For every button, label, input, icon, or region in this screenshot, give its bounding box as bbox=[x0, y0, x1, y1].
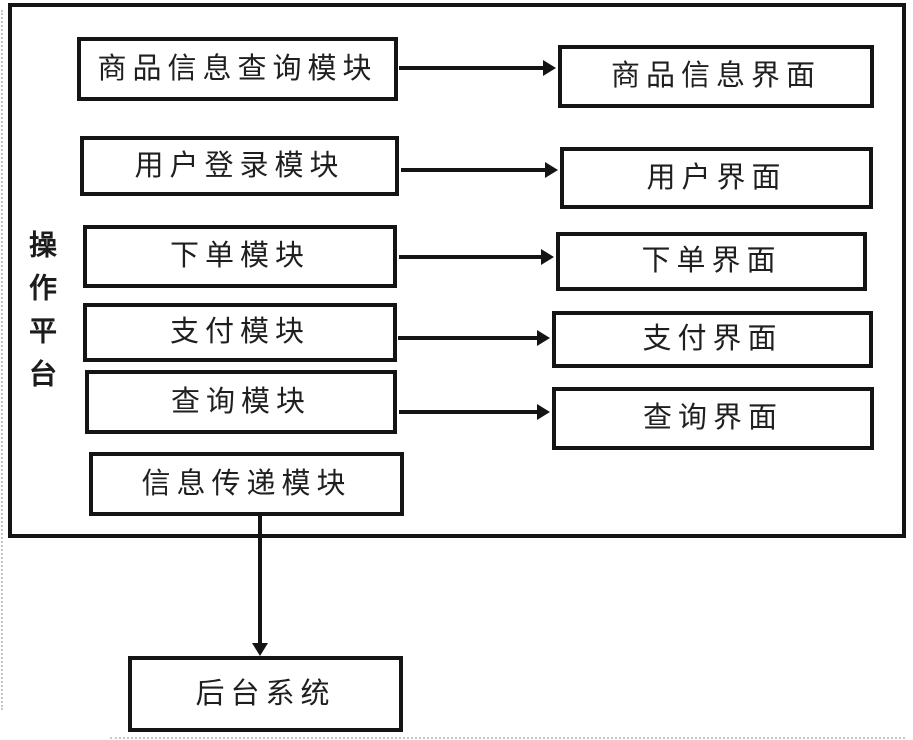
arrow-head-right-icon bbox=[537, 330, 550, 346]
module-box-place-order: 下单模块 bbox=[83, 225, 397, 288]
arrow-payment-module-to-interface bbox=[398, 330, 550, 346]
arrow-head-right-icon bbox=[537, 404, 550, 420]
arrow-head-right-icon bbox=[543, 60, 556, 76]
arrow-product-info-module-to-interface bbox=[399, 60, 556, 76]
scan-edge-left bbox=[1, 10, 3, 710]
interface-box-user: 用户界面 bbox=[560, 147, 873, 209]
interface-box-payment: 支付界面 bbox=[552, 311, 873, 368]
backend-system-box: 后台系统 bbox=[128, 656, 403, 732]
arrow-information-transfer-to-backend bbox=[252, 516, 268, 656]
arrow-place-order-module-to-interface bbox=[399, 249, 554, 265]
arrow-head-right-icon bbox=[541, 249, 554, 265]
module-box-payment: 支付模块 bbox=[83, 303, 397, 362]
arrow-shaft bbox=[399, 255, 543, 259]
arrow-query-module-to-interface bbox=[399, 404, 550, 420]
arrow-shaft bbox=[399, 410, 539, 414]
arrow-shaft bbox=[399, 66, 545, 70]
operation-platform-label: 操作平台 bbox=[25, 230, 56, 402]
arrow-user-login-module-to-interface bbox=[401, 162, 558, 178]
module-box-user-login: 用户登录模块 bbox=[80, 136, 399, 196]
operation-platform-container bbox=[8, 3, 906, 538]
module-box-product-info-query: 商品信息查询模块 bbox=[77, 37, 398, 101]
arrow-shaft bbox=[258, 516, 262, 645]
arrow-shaft bbox=[398, 336, 539, 340]
arrow-head-down-icon bbox=[252, 643, 268, 656]
module-box-query: 查询模块 bbox=[85, 370, 397, 434]
interface-box-query: 查询界面 bbox=[552, 387, 874, 450]
interface-box-place-order: 下单界面 bbox=[556, 232, 867, 291]
arrow-head-right-icon bbox=[545, 162, 558, 178]
interface-box-product-info: 商品信息界面 bbox=[558, 45, 874, 108]
module-box-information-transfer: 信息传递模块 bbox=[89, 452, 404, 516]
arrow-shaft bbox=[401, 168, 547, 172]
scan-edge-bottom bbox=[110, 737, 905, 739]
